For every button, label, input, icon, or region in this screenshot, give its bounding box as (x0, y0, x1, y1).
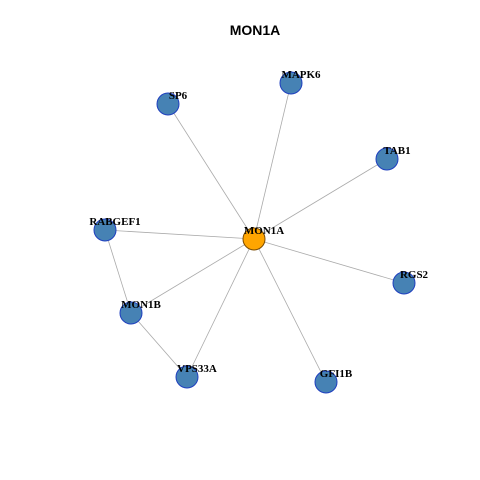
node-label-tab1: TAB1 (383, 145, 410, 157)
node-gfi1b[interactable] (314, 370, 338, 394)
edge-rabgef1-mon1b (104, 229, 132, 314)
edge-mon1a-rgs2 (253, 238, 405, 284)
edge-mon1b-vps33a (130, 312, 188, 378)
edge-mon1a-mapk6 (253, 82, 292, 240)
edge-layer (104, 82, 405, 383)
node-label-vps33a: VPS33A (177, 363, 217, 375)
node-label-sp6: SP6 (169, 90, 188, 102)
node-rabgef1[interactable] (93, 218, 117, 242)
node-mapk6[interactable] (279, 71, 303, 95)
edge-mon1a-rabgef1 (104, 229, 255, 240)
node-label-rgs2: RGS2 (400, 269, 429, 281)
edge-mon1a-tab1 (253, 158, 388, 240)
node-rgs2[interactable] (392, 271, 416, 295)
node-vps33a[interactable] (175, 365, 199, 389)
node-layer (93, 71, 416, 394)
edge-mon1a-gfi1b (253, 238, 327, 383)
node-label-gfi1b: GFI1B (320, 368, 353, 380)
node-mon1b[interactable] (119, 301, 143, 325)
node-label-mapk6: MAPK6 (281, 69, 321, 81)
diagram-title: MON1A (230, 22, 281, 38)
node-label-rabgef1: RABGEF1 (89, 216, 140, 228)
node-mon1a[interactable] (242, 227, 266, 251)
node-sp6[interactable] (156, 92, 180, 116)
node-tab1[interactable] (375, 147, 399, 171)
edge-mon1a-vps33a (186, 238, 255, 378)
node-label-mon1a: MON1A (244, 225, 284, 237)
node-label-mon1b: MON1B (121, 299, 161, 311)
edge-mon1a-mon1b (130, 238, 255, 314)
edge-mon1a-sp6 (167, 103, 255, 240)
